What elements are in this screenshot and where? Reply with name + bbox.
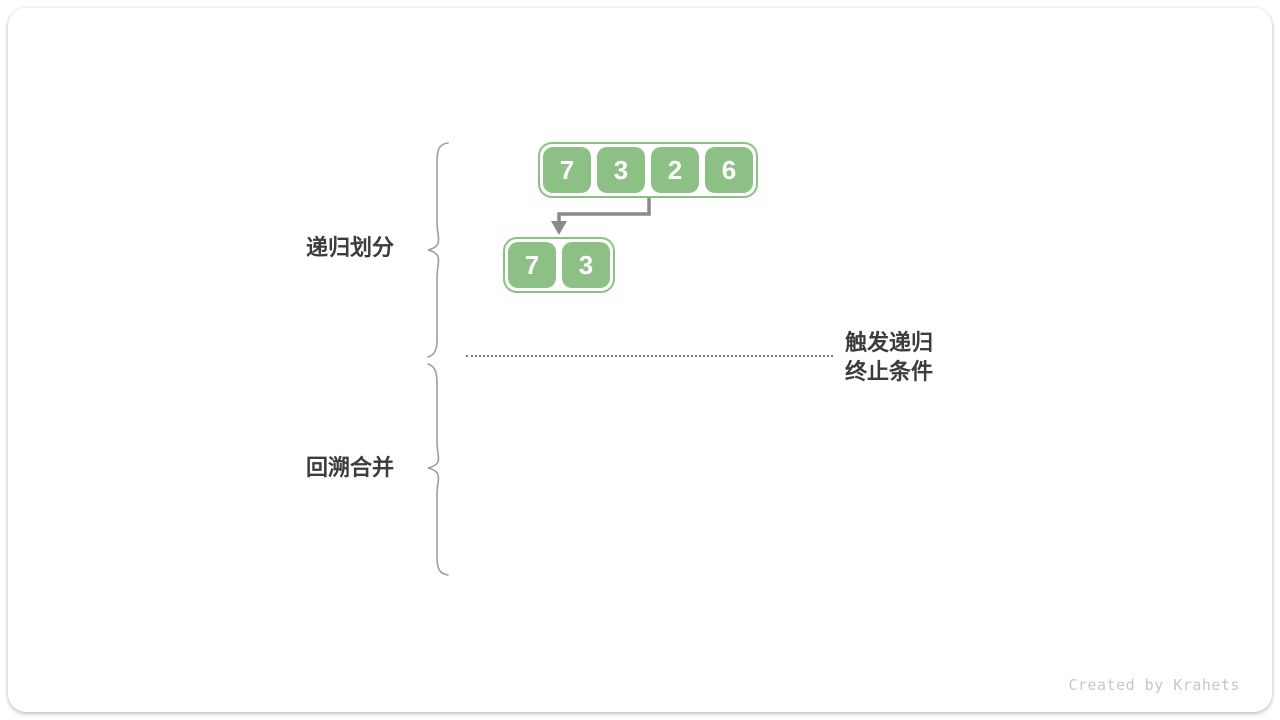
termination-dotted-line — [466, 355, 833, 357]
array-cell: 6 — [705, 147, 753, 193]
array-level1: 7 3 2 6 — [538, 142, 758, 198]
array-cell: 3 — [562, 242, 610, 288]
section-label-divide: 递归划分 — [306, 235, 395, 260]
array-cell: 7 — [508, 242, 556, 288]
section-label-merge: 回溯合并 — [306, 455, 395, 480]
termination-note-line1: 触发递归 — [845, 330, 934, 355]
array-level2: 7 3 — [503, 237, 615, 293]
array-cell: 2 — [651, 147, 699, 193]
array-cell: 3 — [597, 147, 645, 193]
credit-text: Created by Krahets — [1068, 676, 1240, 694]
termination-note: 触发递归 终止条件 — [845, 328, 933, 386]
array-cell: 7 — [543, 147, 591, 193]
canvas-card — [8, 8, 1272, 712]
termination-note-line2: 终止条件 — [845, 359, 934, 384]
